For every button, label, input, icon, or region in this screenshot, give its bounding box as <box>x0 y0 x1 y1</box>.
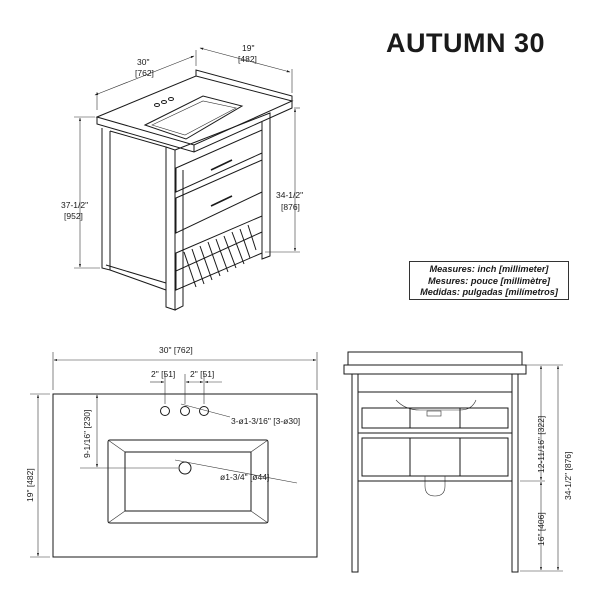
faucet-spacing-left: 2" [51] <box>151 369 175 379</box>
drawer-height-label: 12-11/16" [322] <box>536 416 546 473</box>
top-view: 30" [762] 2" [51] 2" [51] 3-ø1-3/16" [3-… <box>25 345 318 558</box>
cabinet-side-panel <box>109 130 167 291</box>
front-lower-drawer <box>361 437 509 477</box>
upper-drawer <box>175 129 263 193</box>
iso-total-height-mm: [952] <box>64 211 83 221</box>
front-right-leg <box>511 373 519 573</box>
iso-counter-height-mm: [876] <box>281 202 300 212</box>
iso-depth-mm: [482] <box>238 54 257 64</box>
iso-width-label: 30" <box>137 57 149 67</box>
iso-width-mm: [762] <box>135 68 154 78</box>
overflow-drain <box>426 410 442 417</box>
sink-offset-label: 9-1/16" [230] <box>82 410 92 458</box>
faucet-hole <box>154 103 160 107</box>
faucet-hole <box>168 97 174 101</box>
countertop-top-face <box>95 75 294 146</box>
iso-total-height-label: 37-1/2" <box>61 200 88 210</box>
shelf-height-label: 16" [406] <box>536 512 546 546</box>
faucet-hole-center <box>180 406 190 416</box>
iso-depth-label: 19" <box>242 43 254 53</box>
product-title: AUTUMN 30 <box>386 28 546 58</box>
drawer-handle <box>210 195 233 207</box>
sink-basin <box>143 95 244 140</box>
faucet-spacing-right: 2" [51] <box>190 369 214 379</box>
front-backsplash <box>347 351 523 366</box>
drain-hole <box>178 461 192 475</box>
iso-counter-height-label: 34-1/2" <box>276 190 303 200</box>
lower-drawer <box>175 159 263 234</box>
cabinet-front-frame <box>174 112 271 260</box>
p-trap <box>424 476 446 497</box>
legend-line-french: Mesures: pouce [millimètre] <box>427 275 551 286</box>
sink-inner <box>124 451 252 512</box>
faucet-hole <box>161 100 167 104</box>
top-width-label: 30" [762] <box>159 345 193 355</box>
legend-line-english: Measures: inch [millimeter] <box>429 264 549 274</box>
front-countertop <box>343 364 527 375</box>
drawer-handle <box>210 159 233 171</box>
top-depth-label: 19" [482] <box>25 468 35 502</box>
front-total-height-label: 34-1/2" [876] <box>563 452 573 500</box>
cabinet-left-leg <box>101 128 111 271</box>
front-left-leg <box>351 373 359 573</box>
faucet-hole-dia-label: 3-ø1-3/16" [3-ø30] <box>231 416 300 426</box>
isometric-view: 30" [762] 19" [482] 37-1/2" [952] 34-1/2… <box>61 43 303 311</box>
drain-dia-label: ø1-3/4" [ø44] <box>220 472 269 482</box>
sink-outer <box>107 439 269 524</box>
units-legend: Measures: inch [millimeter] Mesures: pou… <box>409 261 569 300</box>
slatted-shelf <box>175 215 263 291</box>
legend-line-spanish: Medidas: pulgadas [milímetros] <box>420 287 558 297</box>
faucet-hole-left <box>160 406 170 416</box>
front-view: 12-11/16" [322] 16" [406] 34-1/2" [876] <box>343 351 573 573</box>
front-upper-drawer <box>361 407 509 429</box>
